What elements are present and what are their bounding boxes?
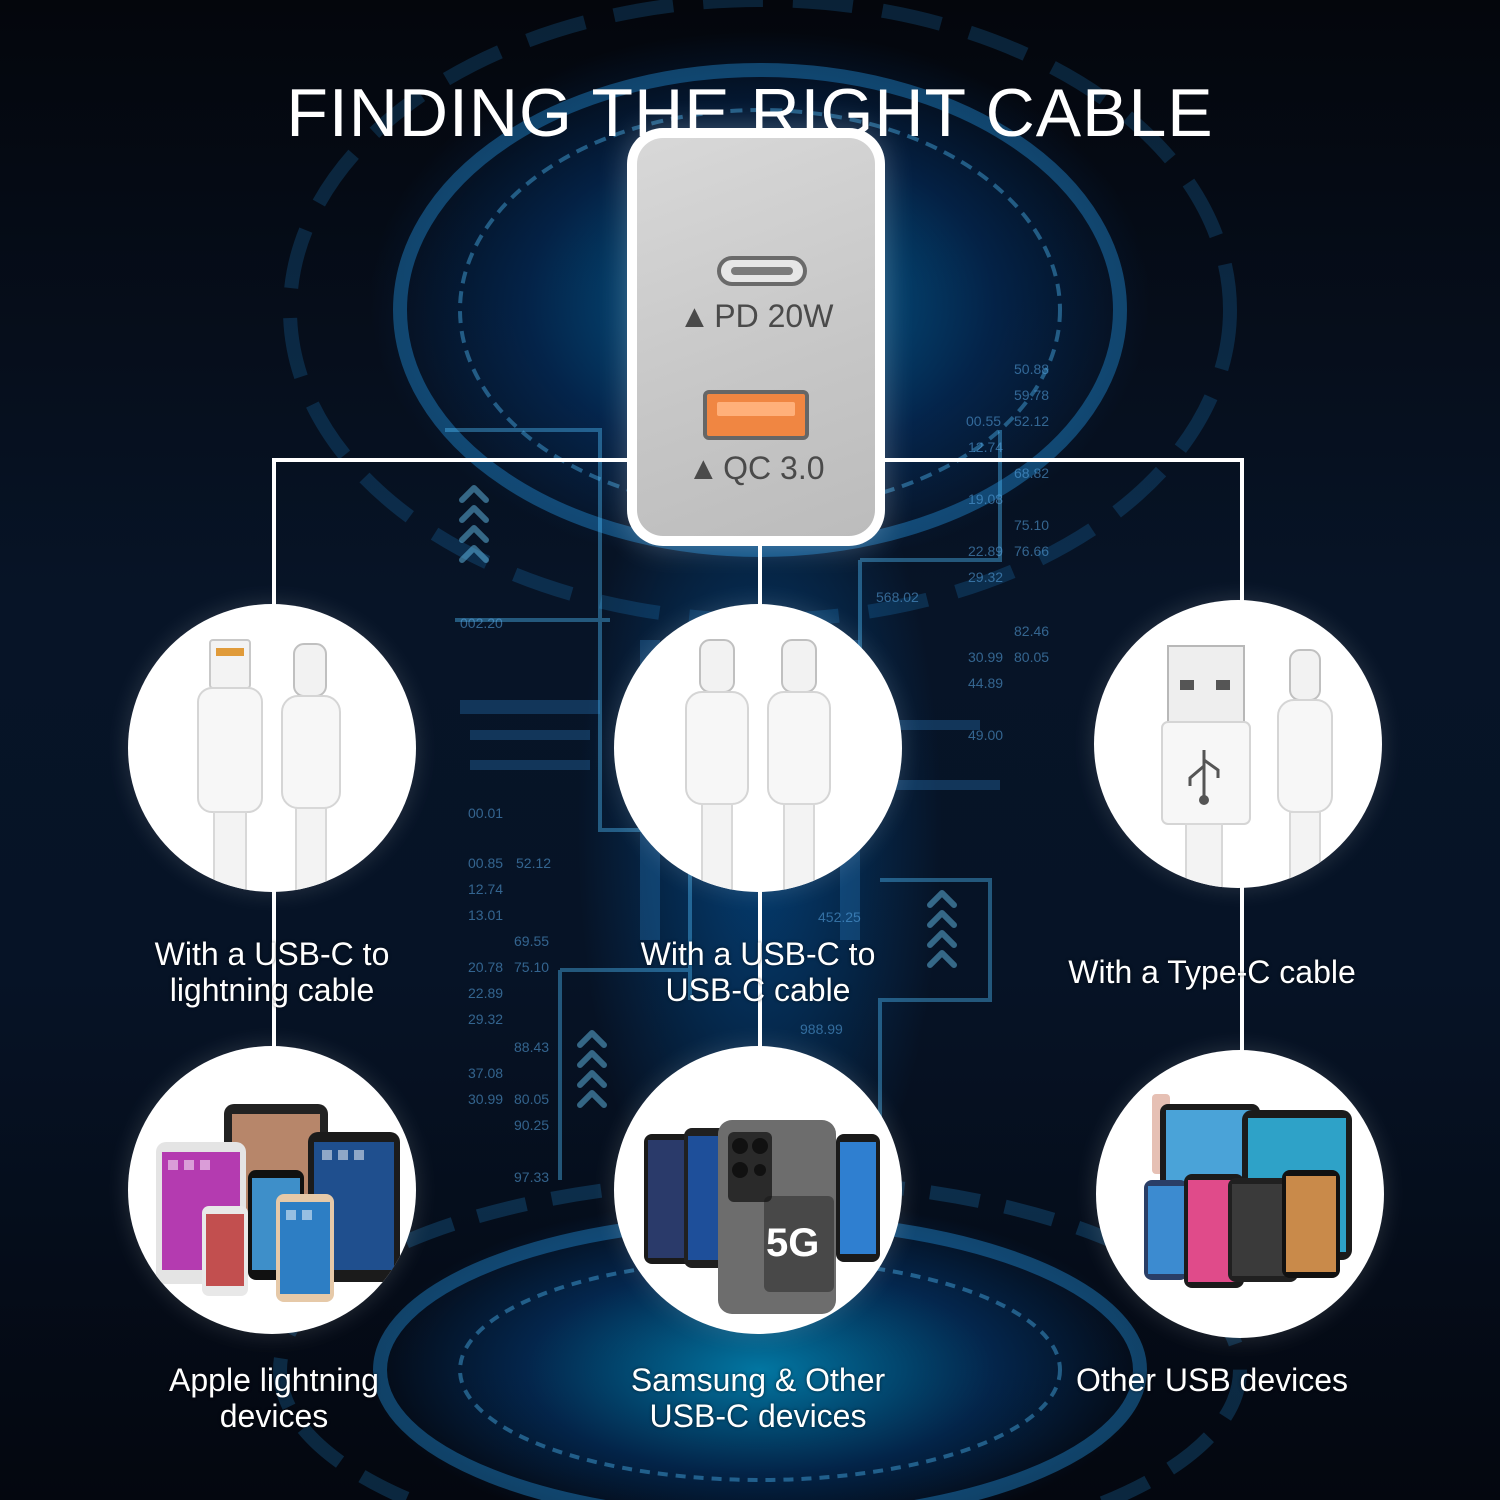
background-number: 12.74: [468, 881, 503, 897]
caption-typec-cable: With a Type-C cable: [1032, 954, 1392, 990]
pd-port-label: ▲PD 20W: [637, 298, 875, 335]
lightning-and-usbc-plug-icon: [197, 639, 341, 892]
caption-line: With a Type-C cable: [1068, 954, 1356, 990]
connector-left-top: [272, 458, 276, 606]
usbc-to-usbc-cable-image: [614, 604, 902, 892]
usb-c-port-icon: [717, 256, 807, 286]
caption-lightning-cable: With a USB-C to lightning cable: [92, 936, 452, 1008]
caption-line: devices: [219, 1398, 329, 1434]
connector-right-top: [1240, 458, 1244, 604]
caption-line: USB-C cable: [665, 972, 851, 1008]
caption-line: lightning cable: [169, 972, 375, 1008]
background-number: 44.89: [968, 675, 1003, 691]
samsung-devices-image: 5G: [614, 1046, 902, 1334]
charger-face: ▲PD 20W ▲QC 3.0: [637, 138, 875, 536]
usb-a-port-icon: [703, 390, 809, 440]
background-number: 452.25: [818, 909, 861, 925]
type-c-cable-image: [1094, 600, 1382, 888]
caption-line: Samsung & Other: [630, 1362, 886, 1398]
background-number: 29.32: [968, 569, 1003, 585]
background-number: 50.88: [1014, 361, 1049, 377]
apple-devices-icon: [156, 1104, 400, 1302]
wall-charger-image: ▲PD 20W ▲QC 3.0: [627, 128, 885, 546]
background-number: 20.78: [468, 959, 503, 975]
caption-samsung-devices: Samsung & Other USB-C devices: [578, 1362, 938, 1434]
background-number: 29.32: [468, 1011, 503, 1027]
background-number: 00.85: [468, 855, 503, 871]
background-number: 90.25: [514, 1117, 549, 1133]
caption-other-devices: Other USB devices: [1032, 1362, 1392, 1398]
background-number: 88.43: [514, 1039, 549, 1055]
background-number: 22.89: [968, 543, 1003, 559]
connector-center-top: [758, 540, 762, 606]
lightning-cable-image: [128, 604, 416, 892]
background-number: 52.12: [516, 855, 551, 871]
background-number: 59.78: [1014, 387, 1049, 403]
background-number: 00.01: [468, 805, 503, 821]
caption-apple-devices: Apple lightning devices: [94, 1362, 454, 1434]
background-number: 75.10: [1014, 517, 1049, 533]
caption-line: Other USB devices: [1075, 1362, 1349, 1398]
background-number: 52.12: [1014, 413, 1049, 429]
triangle-icon: ▲: [678, 298, 711, 334]
background-number: 988.99: [800, 1021, 843, 1037]
samsung-phones-icon: 5G: [644, 1120, 880, 1314]
background-number: 30.99: [468, 1091, 503, 1107]
caption-line: With a USB-C to: [640, 936, 876, 972]
background-number: 49.00: [968, 727, 1003, 743]
caption-usbc-cable: With a USB-C to USB-C cable: [578, 936, 938, 1008]
background-number: 13.01: [468, 907, 503, 923]
caption-line: Apple lightning: [169, 1362, 379, 1398]
usb-a-and-usbc-plug-icon: [1161, 645, 1333, 888]
other-usb-devices-image: [1096, 1050, 1384, 1338]
other-devices-icon: [1144, 1094, 1352, 1288]
apple-devices-image: [128, 1046, 416, 1334]
background-number: 12.74: [968, 439, 1003, 455]
background-number: 97.33: [514, 1169, 549, 1185]
background-number: 30.99: [968, 649, 1003, 665]
background-number: 68.82: [1014, 465, 1049, 481]
pd-port-text: PD 20W: [714, 298, 834, 334]
usbc-plugs-icon: [685, 639, 831, 892]
connector-center-bottom: [758, 880, 762, 1054]
background-number: 76.66: [1014, 543, 1049, 559]
background-number: 80.05: [1014, 649, 1049, 665]
background-number: 69.55: [514, 933, 549, 949]
background-number: 80.05: [514, 1091, 549, 1107]
background-number: 75.10: [514, 959, 549, 975]
background-number: 37.08: [468, 1065, 503, 1081]
samsung-5g-badge: 5G: [766, 1221, 819, 1265]
background-number: 22.89: [468, 985, 503, 1001]
connector-right-bottom: [1240, 882, 1244, 1054]
background-number: 19.08: [968, 491, 1003, 507]
background-number: 568.02: [876, 589, 919, 605]
qc-port-label: ▲QC 3.0: [637, 450, 875, 487]
qc-port-text: QC 3.0: [723, 450, 825, 486]
background-number: 00.55: [966, 413, 1001, 429]
caption-line: With a USB-C to: [154, 936, 390, 972]
triangle-icon: ▲: [687, 450, 720, 486]
background-number: 82.46: [1014, 623, 1049, 639]
connector-left-bottom: [272, 880, 276, 1054]
caption-line: USB-C devices: [649, 1398, 867, 1434]
background-number: 002.20: [460, 615, 503, 631]
